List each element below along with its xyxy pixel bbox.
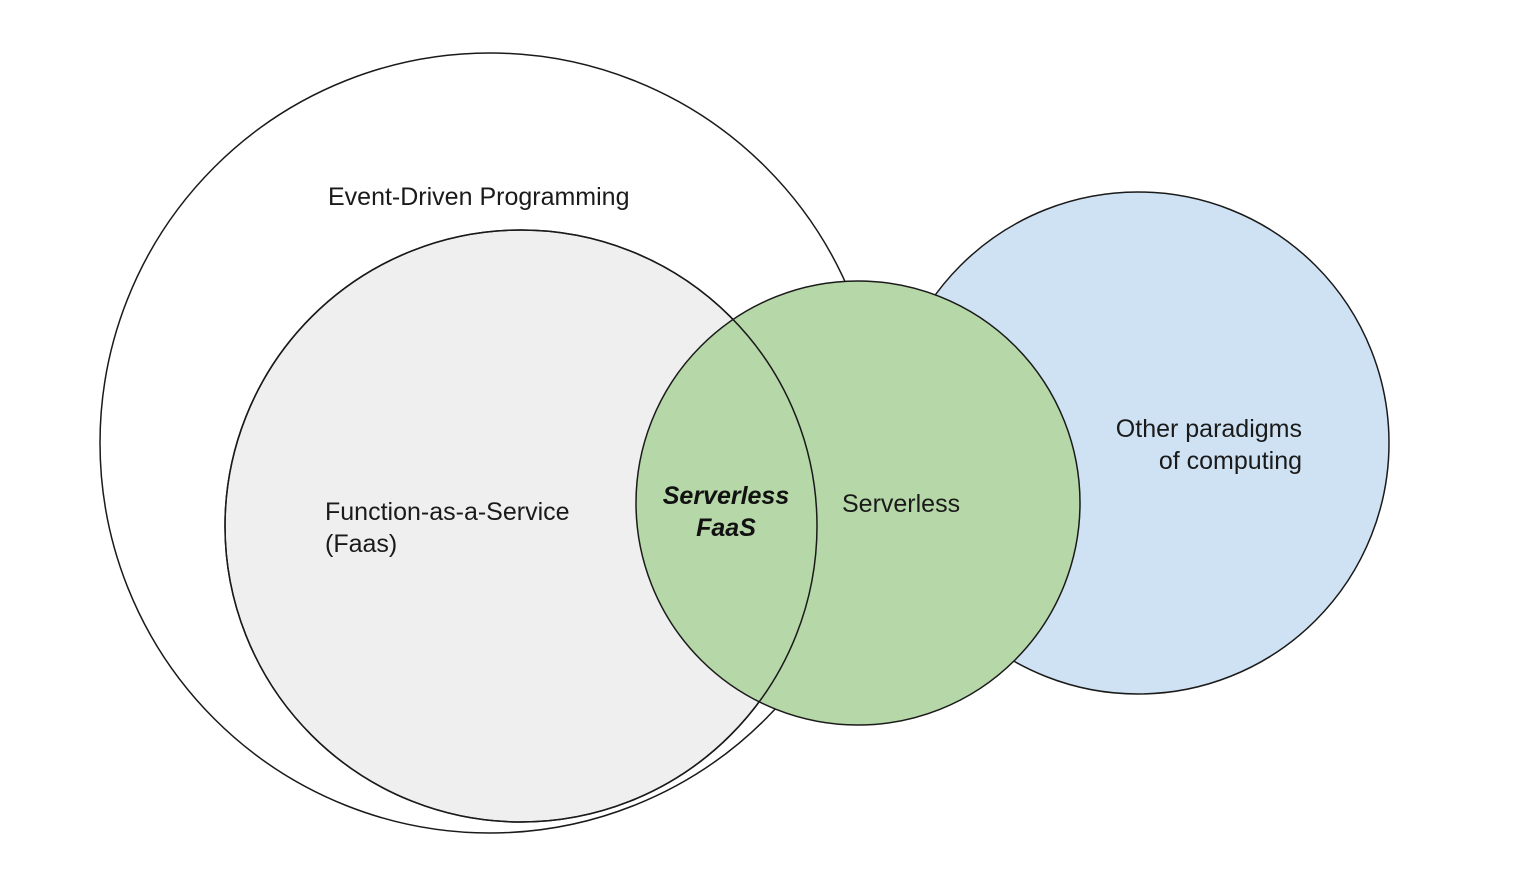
other-paradigms-label-line1: Other paradigms xyxy=(1116,415,1302,443)
other-paradigms-label-line2: of computing xyxy=(1159,447,1302,475)
faas-label-line1: Function-as-a-Service xyxy=(325,498,570,526)
faas-outline-overlay xyxy=(224,229,818,823)
serverless-circle xyxy=(635,280,1081,726)
serverless-faas-label-line2: FaaS xyxy=(696,514,756,542)
serverless-faas-label-line1: Serverless xyxy=(663,482,790,510)
event-driven-label: Event-Driven Programming xyxy=(328,183,630,211)
serverless-label: Serverless xyxy=(842,490,960,518)
faas-label-line2: (Faas) xyxy=(325,530,397,558)
